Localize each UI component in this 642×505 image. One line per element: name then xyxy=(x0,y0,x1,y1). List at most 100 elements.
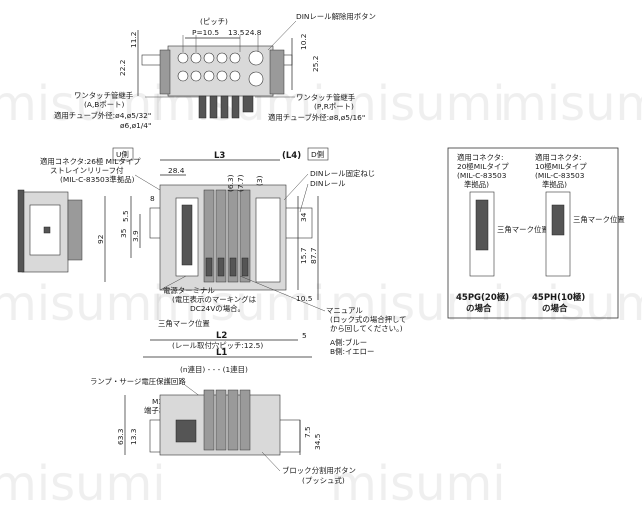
dim-L2-note: (レール取付穴ピッチ:12.5) xyxy=(172,341,263,350)
dim-L1: L1 xyxy=(216,348,227,358)
dim-11-2: 11.2 xyxy=(129,32,138,48)
top-fittings xyxy=(177,50,264,87)
side-view: 92 xyxy=(17,189,106,282)
front-valves xyxy=(203,189,251,283)
stations-label: (n連目) - - - (1連目) xyxy=(180,365,248,374)
fitting-ab-tube1: 適用チューブ外径:ø4,ø5/32" xyxy=(54,111,151,120)
triangle-mark-label: 三角マーク位置 xyxy=(158,319,210,328)
watermark-text-4: misumi xyxy=(500,76,642,132)
dim-35: 35 xyxy=(119,228,128,238)
front-end-plate xyxy=(255,197,281,283)
dim-13-5: 13.5 xyxy=(228,28,245,37)
fitting-ab-label: ワンタッチ管継手 xyxy=(74,91,134,100)
pg-connector-type: 20極MILタイプ xyxy=(457,162,509,171)
din-release-button-label: DINレール解除用ボタン xyxy=(296,12,376,21)
pg-mil-label-2: 準拠品) xyxy=(464,180,489,189)
pg-connector-label: 適用コネクタ: xyxy=(457,153,504,162)
dim-3: (3) xyxy=(255,175,264,186)
dim-10-5: 10.5 xyxy=(296,294,313,303)
din-fix-screw-label: DINレール固定ねじ xyxy=(310,169,375,178)
b-side-label: B側:イエロー xyxy=(330,347,374,356)
voltage-note-1: (電圧表示のマーキングは xyxy=(172,295,257,304)
ph-connector-type: 10極MILタイプ xyxy=(535,162,587,171)
front-view: U側 D側 適用コネクタ:26極 MILタイプ ストレインリリーフ付 (MIL-… xyxy=(40,147,407,358)
connector-26-label: 適用コネクタ:26極 MILタイプ xyxy=(40,157,141,166)
bottom-view: (n連目) - - - (1連目) ランプ・サージ電圧保護回路 M3 端子ねじ … xyxy=(90,365,356,485)
top-end-block-right xyxy=(269,49,285,95)
dim-5-5: 5.5 xyxy=(121,210,130,222)
bottom-terminal xyxy=(175,419,197,443)
dim-3-9: 3.9 xyxy=(131,230,140,242)
dim-24-8: 24.8 xyxy=(245,28,262,37)
power-terminal-label: 電源ターミナル xyxy=(163,286,215,295)
dim-87-7: 87.7 xyxy=(309,247,318,264)
dim-7-5: 7.5 xyxy=(303,426,312,438)
top-end-block-left xyxy=(159,49,171,95)
manual-label: マニュアル xyxy=(326,306,363,315)
dim-25-2: 25.2 xyxy=(311,56,320,72)
watermark-text-3: misumi xyxy=(330,76,506,132)
mil-c-label: (MIL-C-83503準拠品) xyxy=(60,175,135,184)
dim-5: 5 xyxy=(302,331,307,340)
fitting-pr-label: ワンタッチ管継手 xyxy=(296,93,356,102)
dim-28-4: 28.4 xyxy=(168,166,185,175)
fitting-ab-port: (A,Bポート) xyxy=(84,100,125,109)
dim-10-2: 10.2 xyxy=(299,34,308,50)
pg-caption-2: の場合 xyxy=(466,303,492,314)
terminal-screw-label: 端子ねじ xyxy=(144,406,174,415)
dim-22-2: 22.2 xyxy=(118,60,127,76)
ph-caption: 45PH(10極) xyxy=(532,292,585,303)
watermark-text-10: misumi xyxy=(330,456,506,505)
side-connector xyxy=(67,199,83,261)
manual-note-1: (ロック式の場合押して xyxy=(330,315,407,324)
fitting-pr-tube: 適用チューブ外径:ø8,ø5/16" xyxy=(268,113,365,122)
pg-triangle-label: 三角マーク位置 xyxy=(497,225,549,234)
pg-mil-label: (MIL-C-83503 xyxy=(457,171,507,180)
d-side-label: D側 xyxy=(311,150,324,159)
ph-mil-label-2: 準拠品) xyxy=(542,180,567,189)
ph-connector-label: 適用コネクタ: xyxy=(535,153,582,162)
dim-63-3: 63.3 xyxy=(116,428,125,445)
bottom-valves xyxy=(203,389,251,451)
m3-label: M3 xyxy=(152,397,163,406)
dim-8: 8 xyxy=(150,194,155,203)
watermark-text-7: misumi xyxy=(330,276,506,332)
top-view: (ピッチ) P=10.5 13.5 24.8 DINレール解除用ボタン 11.2… xyxy=(54,12,376,130)
a-side-label: A側:ブルー xyxy=(330,338,367,347)
u-side-tag xyxy=(112,147,134,161)
variant-box-frame xyxy=(447,147,619,319)
push-type-label: (プッシュ式) xyxy=(302,476,345,485)
watermark-text-5: misumi xyxy=(0,276,166,332)
dim-92: 92 xyxy=(96,235,105,244)
dim-L4: (L4) xyxy=(282,151,301,161)
dim-6-3: (6.3) xyxy=(226,174,235,192)
u-side-label: U側 xyxy=(116,150,129,159)
dim-15-7: 15.7 xyxy=(299,247,308,264)
dim-13-3: 13.3 xyxy=(129,428,138,445)
dim-7-7: (7.7) xyxy=(236,174,245,192)
variant-box: 適用コネクタ: 20極MILタイプ (MIL-C-83503 準拠品) 三角マー… xyxy=(447,147,625,319)
din-rail-label: DINレール xyxy=(310,179,346,188)
ph-caption-2: の場合 xyxy=(542,303,568,314)
top-tubes xyxy=(198,95,254,119)
ph-mil-label: (MIL-C-83503 xyxy=(535,171,585,180)
block-release-label: ブロック分割用ボタン xyxy=(282,466,356,475)
manual-note-2: から回してください。) xyxy=(330,324,403,333)
dim-34-5: 34.5 xyxy=(313,433,322,450)
watermark-text-9: misumi xyxy=(0,456,166,505)
d-side-tag xyxy=(307,147,329,161)
watermark: misumi misumi misumi misumi misumi misum… xyxy=(0,76,642,505)
pitch-label: (ピッチ) xyxy=(200,17,228,26)
voltage-note-2: DC24Vの場合。 xyxy=(190,304,245,313)
dim-L3: L3 xyxy=(214,151,225,161)
dim-L2: L2 xyxy=(216,331,227,341)
surge-circuit-label: ランプ・サージ電圧保護回路 xyxy=(90,377,186,386)
fitting-pr-port: (P,Rポート) xyxy=(314,102,354,111)
dim-34: 34 xyxy=(299,212,308,222)
ph-triangle-label: 三角マーク位置 xyxy=(573,215,625,224)
fitting-ab-tube2: ø6,ø1/4" xyxy=(120,121,151,130)
pg-caption: 45PG(20極) xyxy=(456,292,509,303)
pitch-value: P=10.5 xyxy=(192,28,219,37)
strain-relief-label: ストレインリリーフ付 xyxy=(50,166,124,175)
